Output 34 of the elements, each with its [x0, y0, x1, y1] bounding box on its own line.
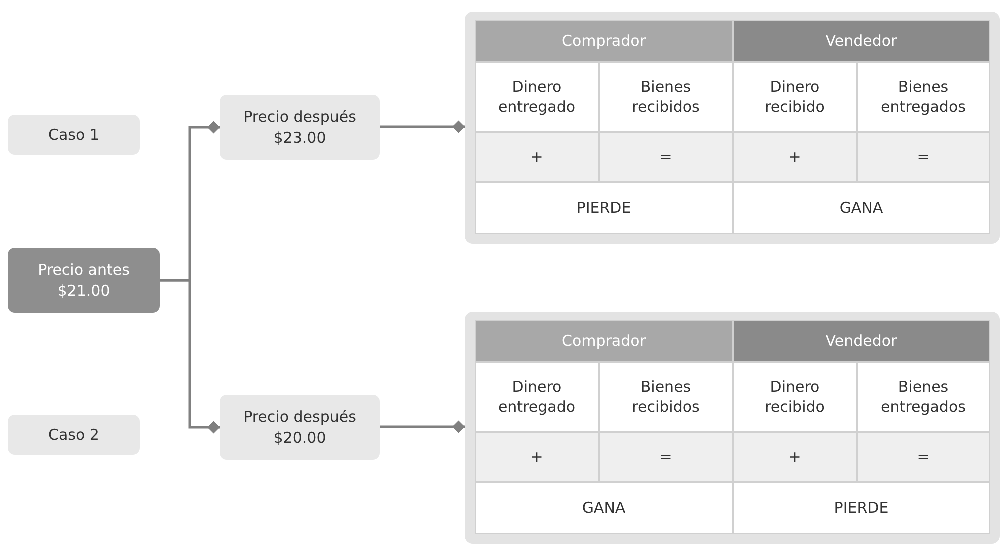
sign-cell: +	[475, 132, 599, 182]
sign-cell: +	[733, 432, 857, 482]
connector	[160, 279, 220, 434]
price-box: Precio después $20.00	[220, 395, 380, 460]
result-cell: PIERDE	[733, 482, 990, 534]
table-cell: Bienes entregados	[857, 62, 990, 132]
sign-cell: =	[599, 432, 733, 482]
table-cell: Dinero recibido	[733, 62, 857, 132]
table-panel	[465, 312, 1000, 544]
header-cell: Vendedor	[733, 20, 990, 62]
header-cell: Vendedor	[733, 320, 990, 362]
price-box: Precio después $23.00	[220, 95, 380, 160]
connector	[380, 120, 465, 134]
table-cell: Bienes recibidos	[599, 62, 733, 132]
table-panel	[465, 12, 1000, 244]
table-cell: Bienes recibidos	[599, 362, 733, 432]
sign-cell: +	[733, 132, 857, 182]
result-cell: PIERDE	[475, 182, 733, 234]
table-cell: Dinero entregado	[475, 62, 599, 132]
case-label: Caso 1	[8, 115, 140, 155]
connector	[380, 420, 465, 434]
table-cell: Dinero recibido	[733, 362, 857, 432]
sign-cell: +	[475, 432, 599, 482]
result-cell: GANA	[733, 182, 990, 234]
sign-cell: =	[599, 132, 733, 182]
table-cell: Bienes entregados	[857, 362, 990, 432]
header-cell: Comprador	[475, 20, 733, 62]
price-box: Precio antes $21.00	[8, 248, 160, 313]
header-cell: Comprador	[475, 320, 733, 362]
table-cell: Dinero entregado	[475, 362, 599, 432]
case-label: Caso 2	[8, 415, 140, 455]
result-cell: GANA	[475, 482, 733, 534]
sign-cell: =	[857, 132, 990, 182]
sign-cell: =	[857, 432, 990, 482]
